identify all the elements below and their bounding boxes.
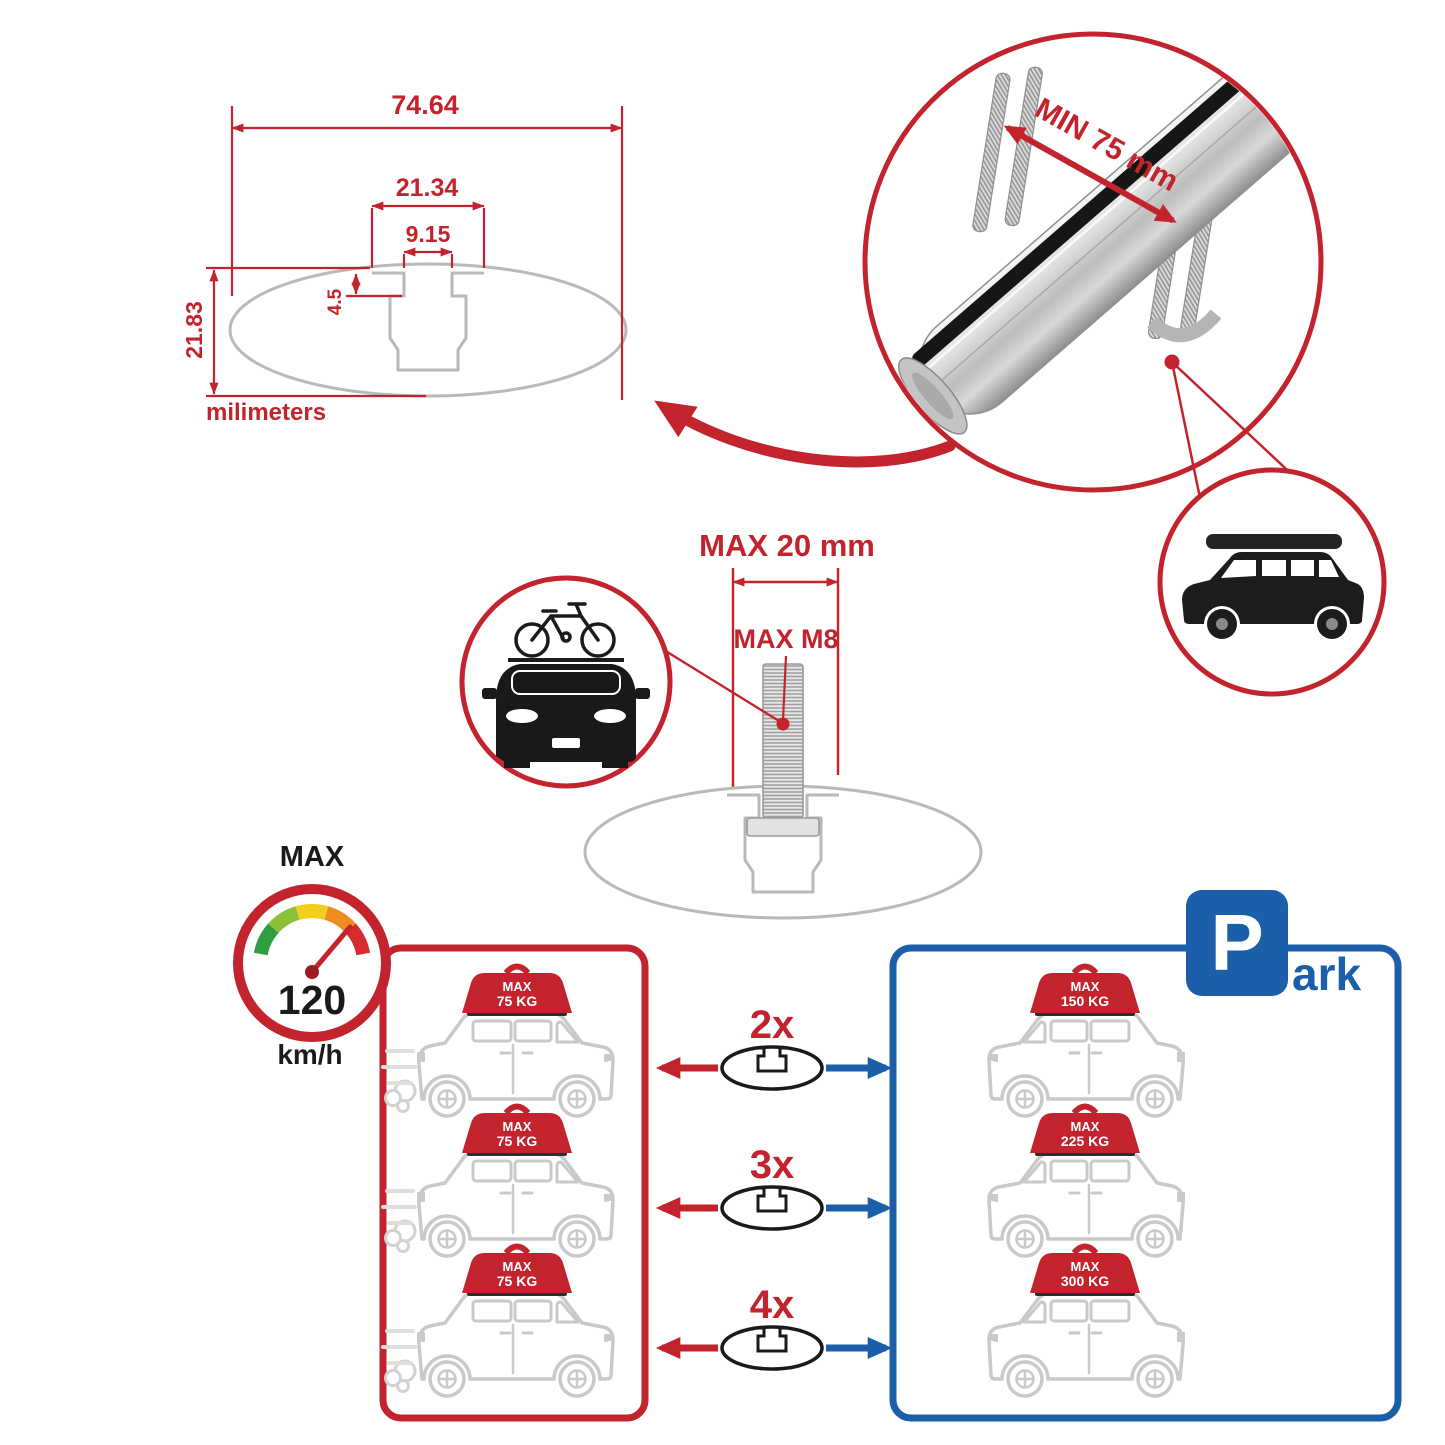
- cross-section-pointer-arrow: [654, 400, 956, 468]
- cargo-tag-label: MAX: [503, 1119, 532, 1134]
- suv-windshield: [1221, 560, 1256, 578]
- cargo-tag-value: 300 KG: [1061, 1273, 1109, 1289]
- bar-count-label: 2x: [750, 1003, 795, 1047]
- thread-leader-line: [781, 655, 788, 721]
- car-side-view: [987, 1151, 1186, 1258]
- roof-box: [1206, 534, 1342, 549]
- car-side-view: [416, 1151, 615, 1258]
- suv-window-2: [1291, 560, 1314, 576]
- park-sign-suffix: ark: [1292, 948, 1361, 1000]
- crossbar-end-icon: [720, 1185, 824, 1231]
- units-label: milimeters: [206, 399, 326, 426]
- car-side-view: [987, 1291, 1186, 1398]
- parked-panel-border: [889, 944, 1402, 1422]
- car-side-view: [987, 1011, 1186, 1118]
- dim-channel-outer: 21.34: [396, 174, 459, 202]
- crossbar-end-icon: [720, 1045, 824, 1091]
- cargo-tag-label: MAX: [503, 1259, 532, 1274]
- cargo-tag-label: MAX: [503, 979, 532, 994]
- motion-puffs: [381, 1329, 417, 1394]
- cargo-tag-value: 75 KG: [497, 1273, 538, 1289]
- cargo-tag-value: 225 KG: [1061, 1133, 1109, 1149]
- dimension-lines: [206, 106, 624, 400]
- park-sign-letter: P: [1210, 898, 1263, 987]
- suv-window-1: [1262, 560, 1286, 576]
- callout-line-1: [1170, 361, 1202, 499]
- bar-count-label: 4x: [750, 1283, 795, 1327]
- car-windshield-trim: [511, 670, 621, 695]
- cargo-tag-value: 150 KG: [1061, 993, 1109, 1009]
- car-side-view: [416, 1011, 615, 1118]
- motion-puffs: [381, 1049, 417, 1114]
- gauge-value: 120: [278, 977, 346, 1023]
- t-bolt-head: [746, 817, 820, 837]
- bike-carrier-circle: [459, 575, 673, 789]
- park-sign-square: [1186, 890, 1288, 996]
- car-side-view: [416, 1291, 615, 1398]
- cargo-tag-label: MAX: [1071, 1259, 1100, 1274]
- gauge-needle: [309, 924, 353, 975]
- bolt-detail-diagram: MAX 20 mm MAX M8: [583, 528, 983, 920]
- bar-count-label: 3x: [750, 1143, 795, 1187]
- headlight-right: [594, 709, 626, 723]
- bolt-dimension-lines: [731, 568, 840, 798]
- parked-cars: MAX 150 KG MAX 225 KG MAX 300 KG: [987, 967, 1186, 1398]
- tire-right: [602, 760, 628, 768]
- gauge-units: km/h: [277, 1039, 342, 1070]
- license-plate: [552, 738, 580, 748]
- thread-callout-dot: [776, 717, 790, 731]
- headlight-left: [506, 709, 538, 723]
- bike-icon: [514, 602, 616, 658]
- crossbar-cross-section: [228, 262, 628, 398]
- circle-pointer-line: [663, 648, 780, 723]
- dim-total-height: 21.83: [181, 301, 207, 359]
- suv-window-3: [1319, 560, 1339, 577]
- max-length-label: MAX 20 mm: [699, 528, 875, 563]
- car-front-body: [496, 664, 636, 762]
- dim-channel-inner: 9.15: [406, 221, 451, 247]
- speed-limit-gauge: MAX 120 km/h: [233, 841, 391, 1070]
- max-thread-label: MAX M8: [733, 624, 838, 654]
- crossbar-end-icon: [720, 1325, 824, 1371]
- suv-roofbox-circle: [1157, 467, 1387, 697]
- motion-puffs: [381, 1189, 417, 1254]
- profile-dimension-diagram: 74.64 21.34 9.15 4.5 21.83 milimeters: [181, 90, 628, 426]
- park-sign: P ark: [1186, 890, 1361, 1000]
- cargo-tag-label: MAX: [1071, 1119, 1100, 1134]
- clamp-under-band: [1147, 309, 1222, 343]
- mirror-left: [482, 688, 497, 699]
- cargo-tag-value: 75 KG: [497, 993, 538, 1009]
- cargo-tag-label: MAX: [1071, 979, 1100, 994]
- mirror-right: [635, 688, 650, 699]
- driving-panel-border: [379, 944, 649, 1422]
- dim-total-width: 74.64: [391, 90, 459, 120]
- threaded-bolt: [762, 663, 804, 819]
- dim-channel-depth: 4.5: [325, 288, 346, 315]
- tire-left: [504, 760, 530, 768]
- bar-count-rows: 2x 3x 4x: [655, 1003, 893, 1371]
- driving-cars: MAX 75 KG MAX 75 KG MAX 75 KG: [381, 967, 615, 1398]
- crossbar-detail-circle: MIN 75 mm: [862, 31, 1333, 513]
- gauge-needle-pivot: [305, 965, 319, 979]
- cargo-tag-value: 75 KG: [497, 1133, 538, 1149]
- gauge-title: MAX: [280, 841, 345, 873]
